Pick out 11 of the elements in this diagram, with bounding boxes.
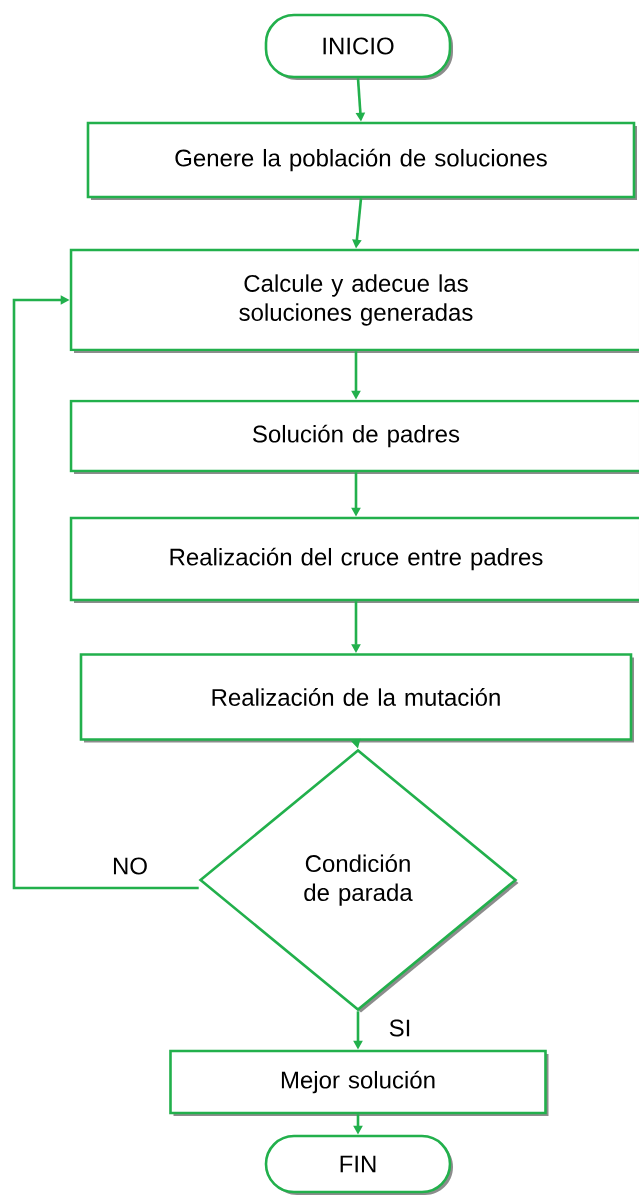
edge-label: SI [386, 1017, 414, 1039]
process-box: Calcule y adecue las soluciones generadas [69, 248, 639, 353]
process-box: Solución de padres [69, 399, 639, 474]
start-end-terminal: INICIO [264, 13, 453, 80]
process-box: Realización de la mutación [79, 653, 634, 743]
process-box: Mejor solución [169, 1049, 549, 1116]
edge-label: NO [110, 855, 150, 877]
process-box: Realización del cruce entre padres [69, 516, 639, 603]
arrow [12, 295, 199, 890]
process-box: Genere la población de soluciones [86, 121, 637, 200]
start-end-terminal: FIN [264, 1134, 453, 1195]
